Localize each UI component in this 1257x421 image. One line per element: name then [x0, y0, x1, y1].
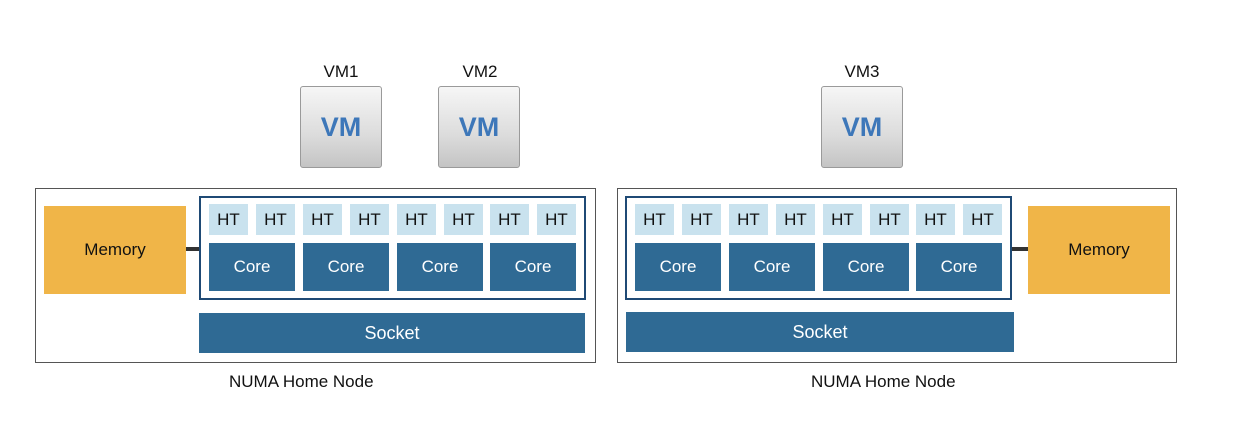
node2-core2-ht2: HT	[776, 204, 815, 235]
node2-core2-ht1: HT	[729, 204, 768, 235]
node1-core4-ht1: HT	[490, 204, 529, 235]
node2-core4: Core	[916, 243, 1002, 291]
node2-core1: Core	[635, 243, 721, 291]
node1-core3-ht1: HT	[397, 204, 436, 235]
node2-core4-ht1: HT	[916, 204, 955, 235]
node1-core1-ht2: HT	[256, 204, 295, 235]
node1-memory-connector	[186, 247, 200, 251]
vm1-label: VM1	[323, 62, 359, 81]
node1-core1-ht1: HT	[209, 204, 248, 235]
node1-core4-ht2: HT	[537, 204, 576, 235]
vm3-icon: VM	[821, 86, 903, 168]
node2-caption: NUMA Home Node	[811, 372, 956, 391]
node2-core4-ht2: HT	[963, 204, 1002, 235]
node2-core3-ht2: HT	[870, 204, 909, 235]
node2-memory: Memory	[1028, 206, 1170, 294]
vm3-label: VM3	[844, 62, 880, 81]
node1-caption: NUMA Home Node	[229, 372, 374, 391]
node1-core2-ht2: HT	[350, 204, 389, 235]
node1-core3-ht2: HT	[444, 204, 483, 235]
node2-memory-connector	[1012, 247, 1028, 251]
node1-core3: Core	[397, 243, 483, 291]
node2-core3: Core	[823, 243, 909, 291]
node1-core2: Core	[303, 243, 389, 291]
node1-socket: Socket	[199, 313, 585, 353]
node2-core1-ht2: HT	[682, 204, 721, 235]
vm1-icon: VM	[300, 86, 382, 168]
node1-core1: Core	[209, 243, 295, 291]
node2-core2: Core	[729, 243, 815, 291]
node1-core4: Core	[490, 243, 576, 291]
node1-core2-ht1: HT	[303, 204, 342, 235]
vm2-label: VM2	[462, 62, 498, 81]
node2-core3-ht1: HT	[823, 204, 862, 235]
node2-core1-ht1: HT	[635, 204, 674, 235]
vm2-icon: VM	[438, 86, 520, 168]
node2-socket: Socket	[626, 312, 1014, 352]
node1-memory: Memory	[44, 206, 186, 294]
